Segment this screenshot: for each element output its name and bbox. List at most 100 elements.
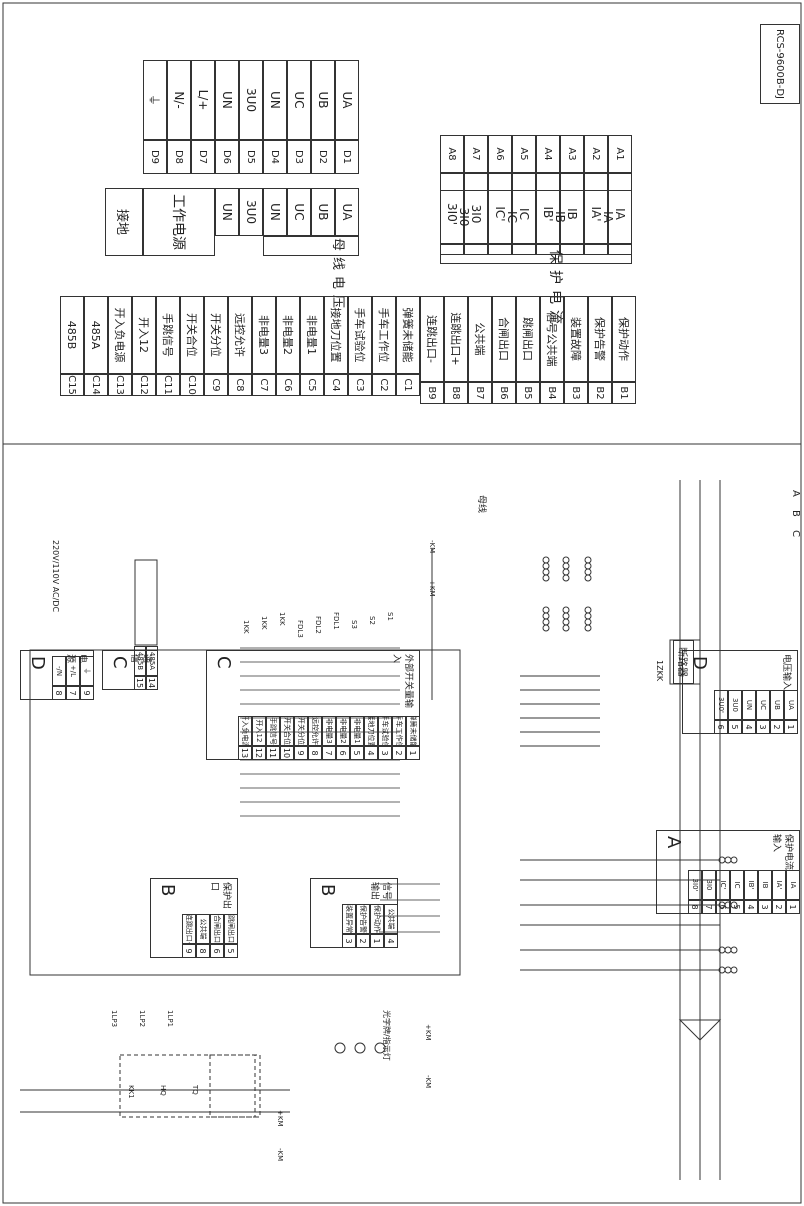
ct_block-sig: 3I0' bbox=[688, 870, 702, 900]
table-a-group-signal: IC bbox=[488, 190, 536, 244]
table-d-pin: D2 bbox=[311, 140, 335, 174]
trip_block-title: 保护出口 bbox=[209, 882, 231, 910]
plate-label: 1LP3 bbox=[110, 1010, 118, 1028]
table-d-pin: D7 bbox=[191, 140, 215, 174]
pt_block-sig: 3U0 bbox=[728, 690, 742, 720]
bin_block-term: 2 bbox=[392, 746, 406, 760]
table-c-signal: 非电量3 bbox=[252, 296, 276, 374]
ct_block-term: 1 bbox=[786, 900, 800, 914]
coil-label: TQ bbox=[191, 1085, 199, 1095]
table-b-pin: B4 bbox=[540, 382, 564, 404]
ct_block-term: 7 bbox=[702, 900, 716, 914]
table-c-pin: C11 bbox=[156, 374, 180, 396]
bin_block-sig: 开关分位 bbox=[294, 716, 308, 746]
table-b-pin: B2 bbox=[588, 382, 612, 404]
pt-coil bbox=[562, 624, 570, 632]
trip_block-sig: 公共端 bbox=[196, 914, 210, 944]
trip_block-sig: 跳闸出口 bbox=[224, 914, 238, 944]
ground-symbol bbox=[678, 1019, 722, 1041]
sig_block-term: 4 bbox=[384, 934, 398, 948]
bin_block-term: 11 bbox=[266, 746, 280, 760]
coil-label: KK1 bbox=[127, 1085, 135, 1099]
table-b-signal: 连跳出口+ bbox=[444, 296, 468, 382]
table-c-signal: 开关分位 bbox=[204, 296, 228, 374]
table-c-signal: 开入12 bbox=[132, 296, 156, 374]
pt_block-term: 2 bbox=[770, 720, 784, 734]
table-d-power-name: 工作电源 bbox=[143, 188, 215, 256]
table-a-group-signal: 3I0 bbox=[440, 190, 488, 244]
table-c-pin: C7 bbox=[252, 374, 276, 396]
table-c-pin: C1 bbox=[396, 374, 420, 396]
table-d-pin: D8 bbox=[167, 140, 191, 174]
pt_block-sig: UA bbox=[784, 690, 798, 720]
ct_block-letter: A bbox=[663, 836, 684, 849]
table-a-pin: A5 bbox=[512, 135, 536, 173]
bin_block-title: 外部开关量输入 bbox=[391, 654, 413, 709]
bin_block-term: 7 bbox=[322, 746, 336, 760]
table-c-signal: 接地刀位置 bbox=[324, 296, 348, 374]
bin_block-sig: 非电量1 bbox=[350, 716, 364, 746]
table-d-pin: D5 bbox=[239, 140, 263, 174]
pt_block-title: 电压输入 bbox=[781, 654, 791, 691]
switch-label: S1 bbox=[386, 612, 394, 621]
bin_block-term: 8 bbox=[308, 746, 322, 760]
pwr_block-term: 8 bbox=[52, 686, 66, 700]
ct_block-sig: IB' bbox=[744, 870, 758, 900]
table-b-signal: 保护告警 bbox=[588, 296, 612, 382]
bin_block-term: 4 bbox=[364, 746, 378, 760]
bin_block-sig: 开关合位 bbox=[280, 716, 294, 746]
bin_block-sig: 弹簧未储能 bbox=[406, 716, 420, 746]
table-c-signal: 开入负电源 bbox=[108, 296, 132, 374]
table-b-signal: 装置故障 bbox=[564, 296, 588, 382]
bin_block-sig: 接地刀位置 bbox=[364, 716, 378, 746]
table-d-signal: N/- bbox=[167, 60, 191, 140]
bin_block-letter: C bbox=[213, 656, 234, 669]
table-d-pin: D6 bbox=[215, 140, 239, 174]
table-a-group-signal: IB bbox=[536, 190, 584, 244]
pt-coil bbox=[562, 574, 570, 582]
ct_block-term: 6 bbox=[716, 900, 730, 914]
pwr_block-term: 9 bbox=[80, 686, 94, 700]
bin_block-term: 12 bbox=[252, 746, 266, 760]
table-d-bus-signal: UA bbox=[335, 188, 359, 236]
table-d-bus-signal: UC bbox=[287, 188, 311, 236]
pt_block-term: 1 bbox=[784, 720, 798, 734]
pt-coil bbox=[584, 624, 592, 632]
bin_block-sig: 手车试验位 bbox=[378, 716, 392, 746]
table-d-pin: D9 bbox=[143, 140, 167, 174]
ct_block-title: 保护电流输入 bbox=[771, 834, 793, 871]
table-d-signal: 3U0 bbox=[239, 60, 263, 140]
bin_block-term: 10 bbox=[280, 746, 294, 760]
table-a-pin: A3 bbox=[560, 135, 584, 173]
kk1-box bbox=[209, 1054, 256, 1118]
table-b-signal: 跳闸出口 bbox=[516, 296, 540, 382]
table-c-signal: 非电量1 bbox=[300, 296, 324, 374]
trip-coil-box bbox=[119, 1054, 261, 1118]
switch-label: S2 bbox=[368, 616, 376, 625]
table-a-pin: A2 bbox=[584, 135, 608, 173]
bin_block-term: 1 bbox=[406, 746, 420, 760]
table-c-pin: C6 bbox=[276, 374, 300, 396]
ct_block-sig: IA bbox=[786, 870, 800, 900]
km-pos-bot: +KM bbox=[276, 1110, 284, 1127]
table-c-signal: 手跳信号 bbox=[156, 296, 180, 374]
com_block-term: 15 bbox=[134, 676, 146, 690]
km-neg-top: -KM bbox=[428, 540, 436, 554]
sig_block-sig: 装置异常 bbox=[342, 904, 356, 934]
table-b-pin: B3 bbox=[564, 382, 588, 404]
bin_block-term: 13 bbox=[238, 746, 252, 760]
supply-label: 220V/110V AC/DC bbox=[51, 540, 60, 613]
table-a-pin: A1 bbox=[608, 135, 632, 173]
table-c-pin: C5 bbox=[300, 374, 324, 396]
pwr_block-term: 7 bbox=[66, 686, 80, 700]
ct_block-sig: IC bbox=[730, 870, 744, 900]
drawing-number: RCS-9600B-DJ bbox=[760, 24, 800, 104]
table-d-bus-signal: UB bbox=[311, 188, 335, 236]
device-frame bbox=[29, 649, 461, 976]
ct_block-sig: 3I0 bbox=[702, 870, 716, 900]
table-d-signal: UA bbox=[335, 60, 359, 140]
kk-label: 1ZKK bbox=[655, 660, 664, 682]
switch-label: FDL3 bbox=[296, 620, 304, 638]
